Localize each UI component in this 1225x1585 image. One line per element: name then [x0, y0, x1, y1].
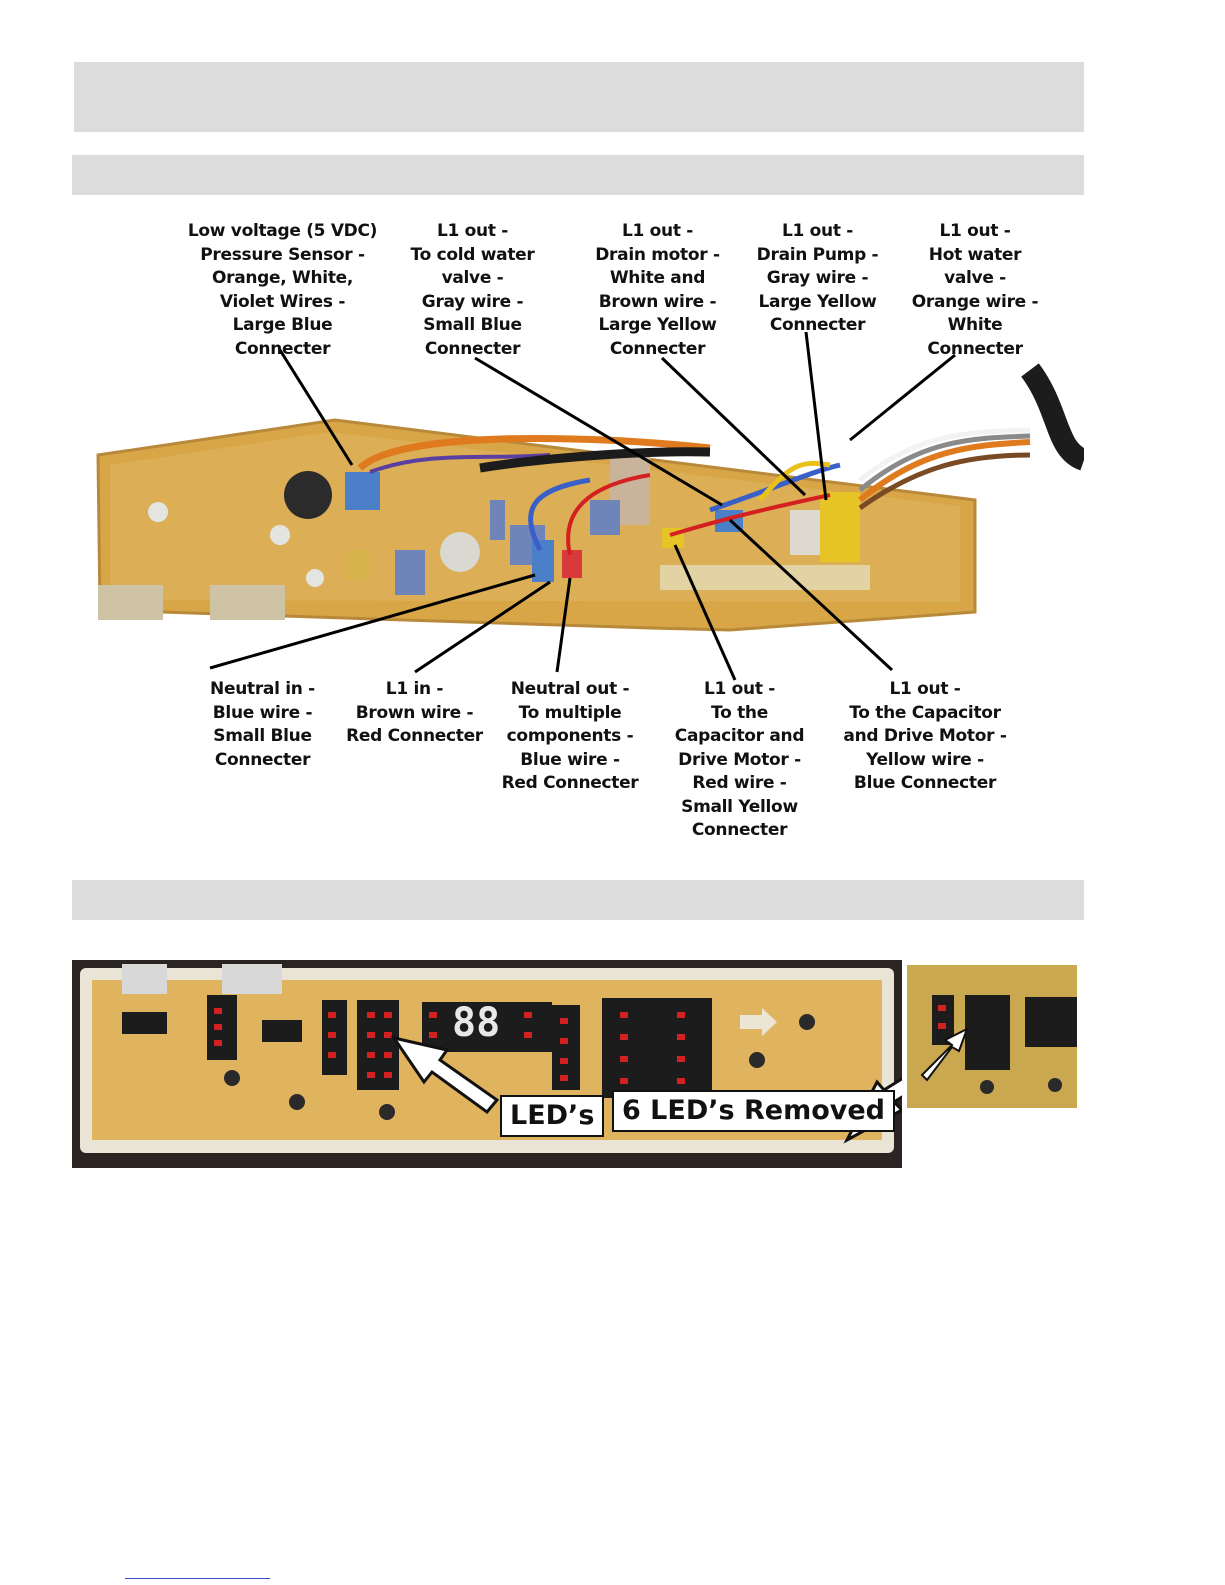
label-drain-motor: L1 out - Drain motor - White and Brown w…: [595, 221, 720, 359]
label-l1-in: L1 in - Brown wire - Red Connecter: [346, 679, 483, 746]
header-bar: [74, 62, 1084, 132]
callout-leds: LED’s: [500, 1095, 605, 1137]
led-board-illustration: [80, 964, 902, 1153]
control-board-photo: Low voltage (5 VDC) Pressure Sensor - Or…: [70, 210, 1084, 860]
label-hot-water-valve: L1 out - Hot water valve - Orange wire -…: [911, 221, 1039, 359]
label-drain-pump: L1 out - Drain Pump - Gray wire - Large …: [756, 221, 879, 335]
led-board-photo: 88 LED’s 6 LED’s Removed: [72, 960, 902, 1168]
section-bar-wiring: [72, 155, 1084, 195]
label-cold-water-valve: L1 out - To cold water valve - Gray wire…: [410, 221, 535, 359]
label-neutral-out: Neutral out - To multiple components - B…: [501, 679, 639, 793]
label-pressure-sensor: Low voltage (5 VDC) Pressure Sensor - Or…: [187, 221, 378, 359]
led-inset-illustration: [907, 965, 1077, 1108]
label-neutral-in: Neutral in - Blue wire - Small Blue Conn…: [210, 679, 315, 770]
control-board-illustration: [96, 331, 1084, 681]
seven-segment-display: 88: [452, 1000, 501, 1046]
section-bar-leds: [72, 880, 1084, 920]
led-removed-inset-photo: [907, 965, 1077, 1108]
label-capacitor-yellow: L1 out - To the Capacitor and Drive Moto…: [843, 679, 1007, 793]
label-capacitor-red: L1 out - To the Capacitor and Drive Moto…: [674, 679, 805, 840]
callout-leds-removed: 6 LED’s Removed: [612, 1090, 895, 1132]
footer-link-underline[interactable]: [125, 1578, 270, 1579]
